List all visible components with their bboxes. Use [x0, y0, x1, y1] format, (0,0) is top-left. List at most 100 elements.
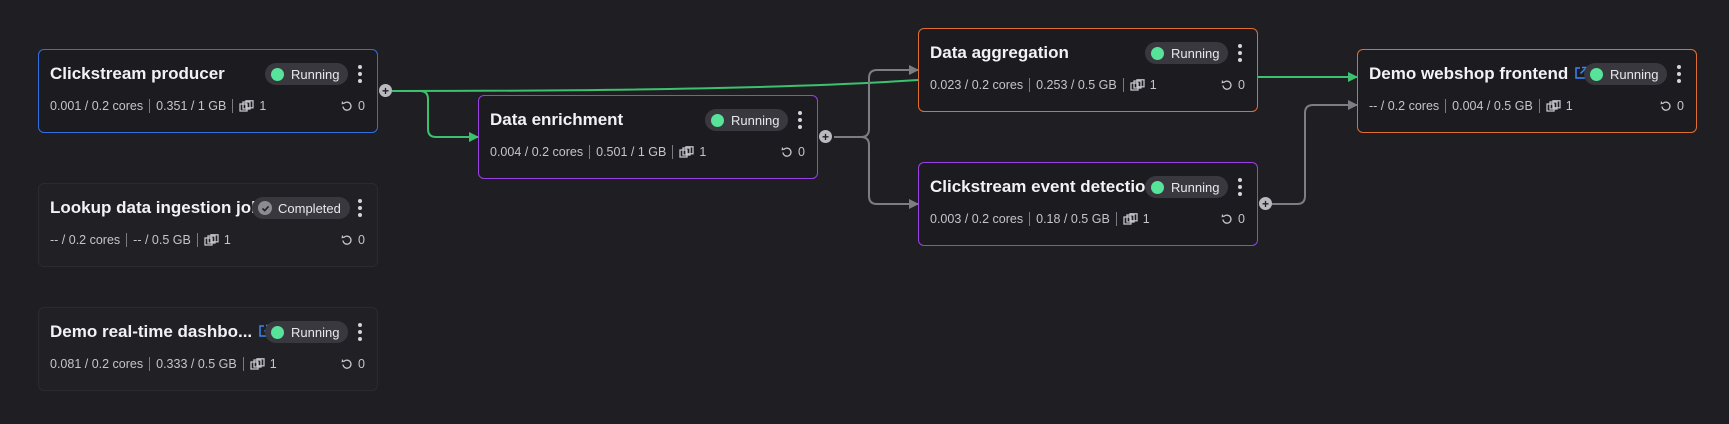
status-badge: Running [1584, 63, 1668, 85]
resource-stats: -- / 0.2 cores -- / 0.5 GB 1 [50, 233, 231, 247]
cpu-usage: 0.003 / 0.2 cores [930, 212, 1024, 226]
restart-value: 0 [798, 145, 805, 159]
cpu-usage: 0.001 / 0.2 cores [50, 99, 144, 113]
pod-count: 1 [699, 145, 707, 159]
memory-usage: 0.333 / 0.5 GB [156, 357, 237, 371]
pods-icon [204, 233, 219, 246]
running-dot-icon [271, 67, 284, 81]
cpu-usage: -- / 0.2 cores [1369, 99, 1440, 113]
status-badge: Completed [252, 197, 350, 219]
add-connection-button[interactable]: + [819, 130, 832, 143]
status-badge: Running [1145, 176, 1229, 198]
pod-count: 1 [1565, 99, 1573, 113]
more-options-icon[interactable] [1674, 63, 1684, 85]
running-dot-icon [1151, 180, 1164, 194]
restart-value: 0 [358, 233, 365, 247]
status-label: Running [1171, 179, 1220, 195]
memory-usage: 0.004 / 0.5 GB [1452, 99, 1533, 113]
more-options-icon[interactable] [795, 109, 805, 131]
cpu-usage: 0.081 / 0.2 cores [50, 357, 144, 371]
pods-icon [239, 99, 254, 112]
memory-usage: 0.253 / 0.5 GB [1036, 78, 1117, 92]
node-title: Clickstream producer [50, 64, 225, 83]
memory-usage: -- / 0.5 GB [133, 233, 191, 247]
node-data-aggregation[interactable]: Data aggregation Running 0.023 / 0.2 cor… [918, 28, 1258, 112]
node-title: Demo real-time dashbo... [50, 322, 272, 342]
running-dot-icon [1151, 46, 1164, 60]
node-title-text: Demo real-time dashbo... [50, 322, 253, 341]
restart-count: 0 [781, 145, 805, 159]
node-clickstream-producer[interactable]: Clickstream producer Running 0.001 / 0.2… [38, 49, 378, 133]
status-label: Running [1171, 45, 1220, 61]
pod-count: 1 [259, 99, 267, 113]
restart-icon [781, 147, 792, 157]
resource-stats: 0.001 / 0.2 cores 0.351 / 1 GB 1 [50, 99, 266, 113]
more-options-icon[interactable] [355, 63, 365, 85]
running-dot-icon [1590, 67, 1603, 81]
pods-icon [250, 357, 265, 370]
resource-stats: 0.003 / 0.2 cores 0.18 / 0.5 GB 1 [930, 212, 1150, 226]
cpu-usage: -- / 0.2 cores [50, 233, 121, 247]
restart-value: 0 [358, 99, 365, 113]
pod-count: 1 [223, 233, 231, 247]
pods-icon [1546, 99, 1561, 112]
node-event-detection[interactable]: Clickstream event detection Running 0.00… [918, 162, 1258, 246]
status-badge: Running [1145, 42, 1229, 64]
restart-value: 0 [1677, 99, 1684, 113]
node-webshop-frontend[interactable]: Demo webshop frontend Running -- / 0.2 c… [1357, 49, 1697, 133]
status-badge: Running [705, 109, 789, 131]
restart-icon [1221, 214, 1232, 224]
resource-stats: -- / 0.2 cores 0.004 / 0.5 GB 1 [1369, 99, 1573, 113]
checkmark-icon [258, 201, 272, 215]
pod-count: 1 [1142, 212, 1150, 226]
restart-count: 0 [1221, 212, 1245, 226]
running-dot-icon [711, 113, 724, 127]
more-options-icon[interactable] [1235, 42, 1245, 64]
pod-count: 1 [269, 357, 277, 371]
memory-usage: 0.351 / 1 GB [156, 99, 227, 113]
status-label: Completed [278, 200, 341, 216]
more-options-icon[interactable] [355, 197, 365, 219]
memory-usage: 0.501 / 1 GB [596, 145, 667, 159]
resource-stats: 0.004 / 0.2 cores 0.501 / 1 GB 1 [490, 145, 706, 159]
restart-count: 0 [341, 233, 365, 247]
running-dot-icon [271, 325, 284, 339]
restart-count: 0 [1221, 78, 1245, 92]
cpu-usage: 0.023 / 0.2 cores [930, 78, 1024, 92]
resource-stats: 0.023 / 0.2 cores 0.253 / 0.5 GB 1 [930, 78, 1157, 92]
node-lookup-ingestion[interactable]: Lookup data ingestion job Completed -- /… [38, 183, 378, 267]
node-title: Data enrichment [490, 110, 624, 129]
status-label: Running [291, 324, 340, 340]
restart-value: 0 [358, 357, 365, 371]
status-badge: Running [265, 63, 349, 85]
status-badge: Running [265, 321, 349, 343]
restart-count: 0 [341, 357, 365, 371]
node-data-enrichment[interactable]: Data enrichment Running 0.004 / 0.2 core… [478, 95, 818, 179]
cpu-usage: 0.004 / 0.2 cores [490, 145, 584, 159]
memory-usage: 0.18 / 0.5 GB [1036, 212, 1110, 226]
node-realtime-dashboard[interactable]: Demo real-time dashbo... Running 0.081 /… [38, 307, 378, 391]
restart-count: 0 [1660, 99, 1684, 113]
node-title-text: Demo webshop frontend [1369, 64, 1569, 83]
add-connection-button[interactable]: + [379, 84, 392, 97]
node-title: Clickstream event detection [930, 177, 1156, 196]
status-label: Running [731, 112, 780, 128]
node-title: Data aggregation [930, 43, 1069, 62]
restart-value: 0 [1238, 212, 1245, 226]
pod-count: 1 [1149, 78, 1157, 92]
node-title: Demo webshop frontend [1369, 64, 1588, 84]
restart-icon [341, 101, 352, 111]
restart-icon [1221, 80, 1232, 90]
more-options-icon[interactable] [355, 321, 365, 343]
pods-icon [679, 145, 694, 158]
restart-icon [341, 235, 352, 245]
more-options-icon[interactable] [1235, 176, 1245, 198]
add-connection-button[interactable]: + [1259, 197, 1272, 210]
restart-count: 0 [341, 99, 365, 113]
edge-detection-to-webshop [1270, 100, 1358, 205]
pods-icon [1130, 78, 1145, 91]
restart-value: 0 [1238, 78, 1245, 92]
restart-icon [341, 359, 352, 369]
restart-icon [1660, 101, 1671, 111]
